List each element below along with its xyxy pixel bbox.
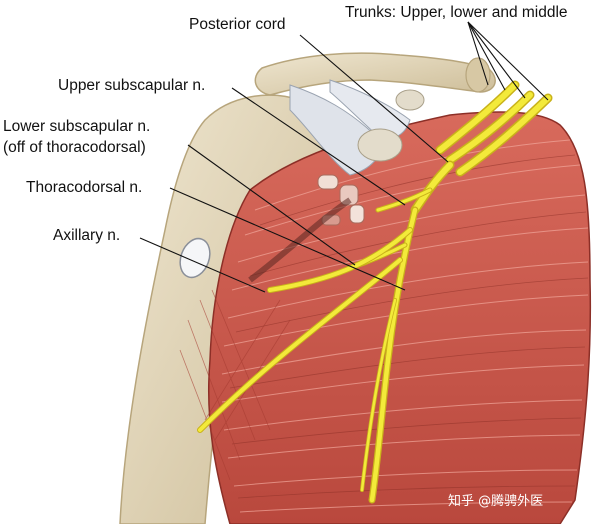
leader-posterior-cord [299, 34, 449, 163]
leader-trunk-extra [467, 21, 489, 86]
cut-vessels [317, 174, 365, 226]
leader-axillary [139, 237, 266, 293]
label-upper-subscapular: Upper subscapular n. [58, 77, 205, 94]
glenoid-cut [179, 237, 211, 279]
nerve-plexus [197, 80, 553, 504]
tendon-bundle [289, 79, 425, 176]
label-lower-subscapular-line1: Lower subscapular n. [3, 118, 150, 135]
teres-region [179, 289, 291, 481]
leader-lines [139, 21, 549, 293]
leader-trunk-upper [467, 21, 506, 91]
label-axillary: Axillary n. [53, 227, 120, 244]
label-posterior-cord: Posterior cord [189, 16, 285, 33]
leader-trunk-middle [467, 21, 526, 99]
leader-thoracodorsal [169, 187, 406, 291]
leader-lower-subscapular [187, 144, 356, 266]
muscle-fibers [221, 139, 589, 513]
label-trunks: Trunks: Upper, lower and middle [345, 4, 568, 21]
label-thoracodorsal: Thoracodorsal n. [26, 179, 142, 196]
watermark-text: 知乎 @腾骋外医 [448, 493, 543, 509]
label-lower-subscapular-line2: (off of thoracodorsal) [3, 139, 146, 156]
leader-upper-subscapular [231, 87, 406, 206]
leader-trunk-lower [467, 21, 549, 101]
clavicle-end [465, 57, 491, 93]
axillary-vessel [248, 197, 352, 283]
